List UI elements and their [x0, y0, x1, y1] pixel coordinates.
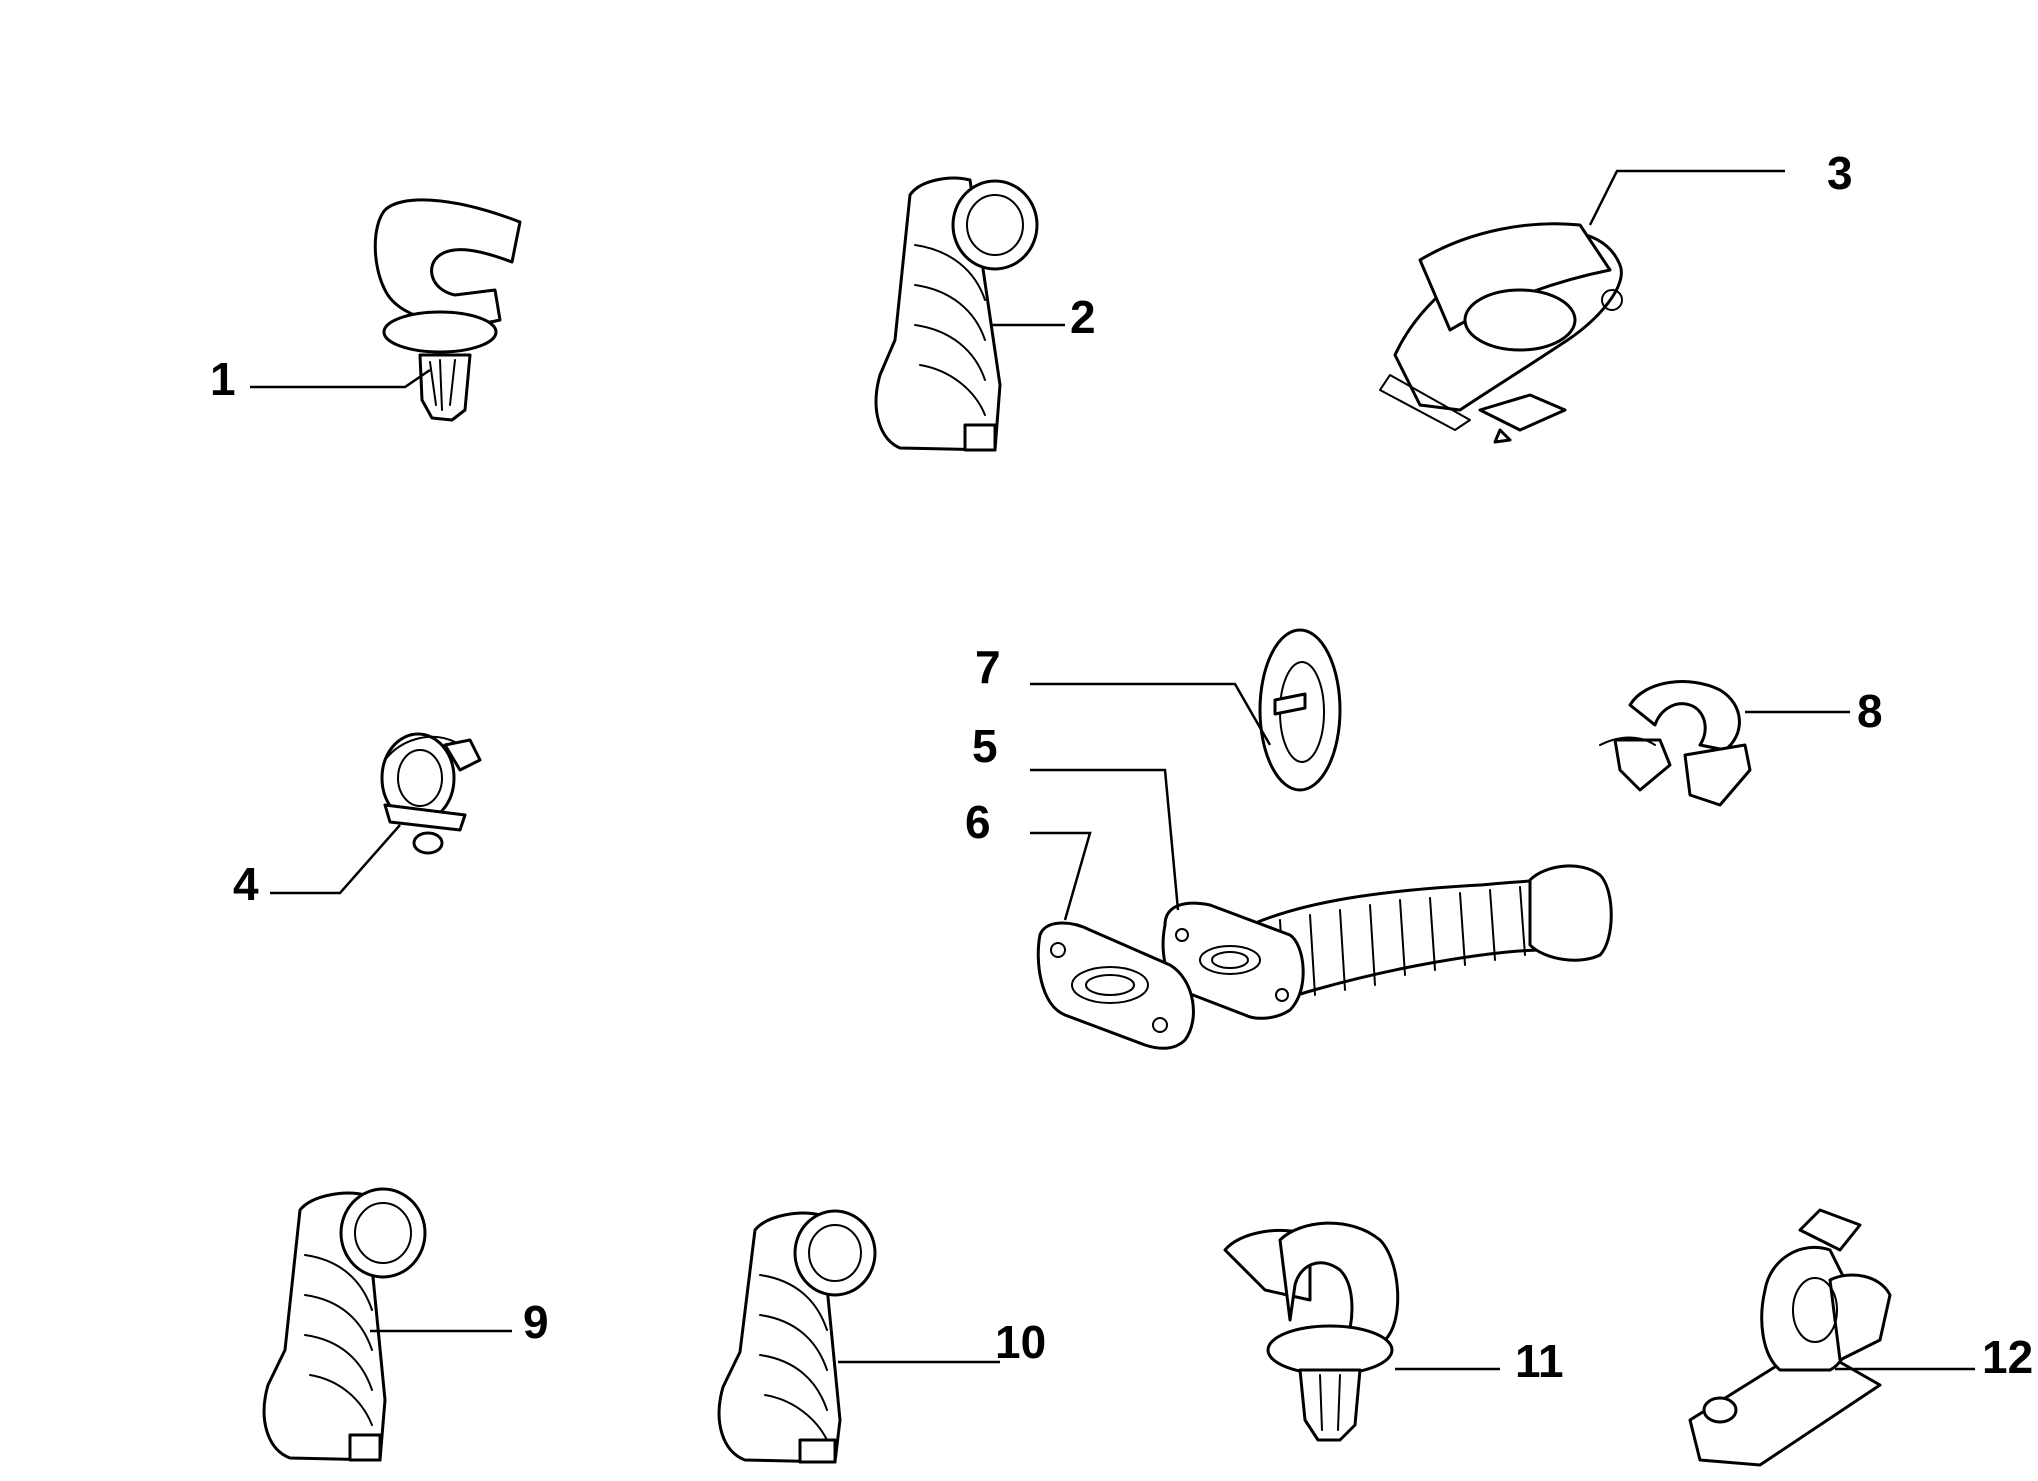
part-6-flange-plate: [1036, 921, 1195, 1050]
callout-6: 6: [965, 796, 991, 848]
leader-3: [1588, 169, 1785, 226]
leader-1: [250, 368, 431, 389]
callout-9: 9: [523, 1296, 549, 1348]
part-7-oval-grommet: [1258, 628, 1342, 792]
part-12-double-clip: [1688, 1208, 1892, 1467]
leader-lines: [250, 169, 1975, 1371]
part-3-cable-holder: [1379, 222, 1623, 444]
callout-7: 7: [975, 641, 1001, 693]
part-10-grommet-boot: [717, 1209, 877, 1464]
part-5-harness-sleeve: [1161, 864, 1613, 1020]
part-4-round-clip: [380, 732, 482, 855]
callout-11: 11: [1515, 1335, 1564, 1387]
callout-labels: 1 2 3 4 5 6 7 8 9 10 11 12: [210, 147, 2033, 1387]
callout-8: 8: [1857, 685, 1883, 737]
callout-2: 2: [1070, 291, 1096, 343]
part-2-grommet-boot: [874, 176, 1039, 452]
callout-4: 4: [233, 858, 259, 910]
leader-4: [270, 824, 401, 895]
part-1-hook-clip: [373, 198, 522, 422]
part-8-cable-clip: [1599, 680, 1752, 807]
part-11-hook-clip: [1223, 1221, 1400, 1442]
callout-10: 10: [995, 1316, 1046, 1368]
leader-5: [1030, 768, 1180, 911]
callout-5: 5: [972, 720, 998, 772]
part-9-grommet-boot: [262, 1187, 427, 1462]
callout-1: 1: [210, 353, 236, 405]
leader-7: [1030, 682, 1272, 746]
callout-3: 3: [1827, 147, 1853, 199]
callout-12: 12: [1982, 1331, 2033, 1383]
leader-6: [1030, 831, 1092, 921]
